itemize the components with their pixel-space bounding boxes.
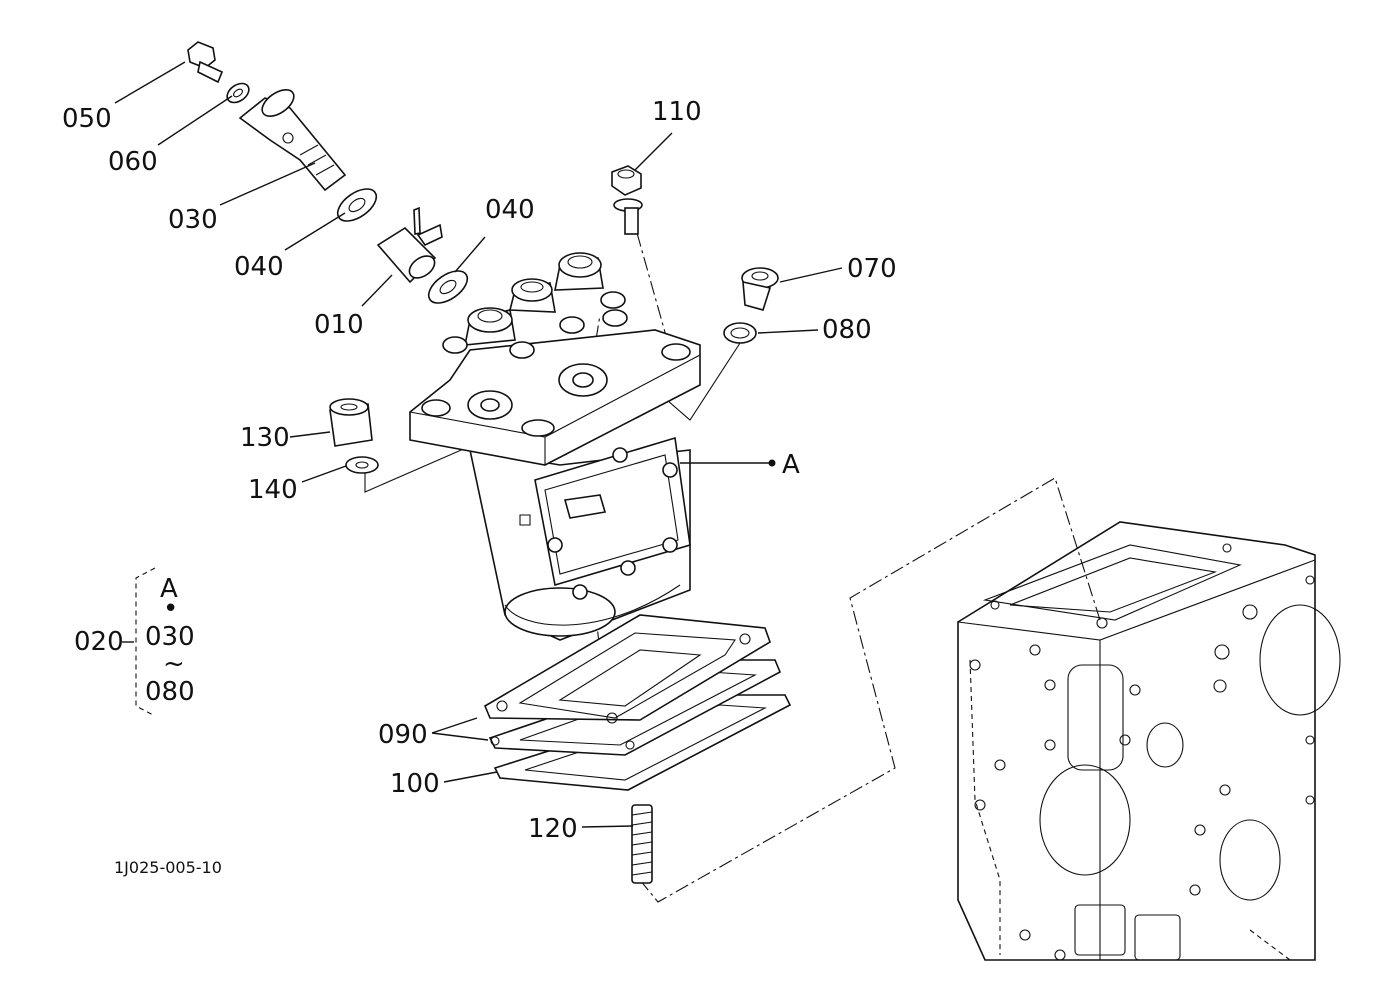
- callout-130[interactable]: 130: [240, 423, 290, 453]
- washer-040-lower: [427, 270, 469, 304]
- diagram-code: 1J025-005-10: [114, 858, 222, 877]
- assembly-note-020: 020 A • 030 ~ 080: [74, 567, 195, 717]
- callout-090[interactable]: 090: [378, 720, 428, 750]
- callout-040-lower[interactable]: 040: [485, 195, 535, 225]
- callout-ref-a[interactable]: A: [782, 450, 800, 480]
- plug-070: [741, 267, 779, 311]
- callout-050[interactable]: 050: [62, 104, 112, 134]
- callout-010[interactable]: 010: [314, 310, 364, 340]
- callout-040-upper[interactable]: 040: [234, 252, 284, 282]
- callout-100[interactable]: 100: [390, 769, 440, 799]
- hollow-bolt-050: [187, 41, 224, 84]
- injection-pump: [409, 252, 701, 641]
- callout-110[interactable]: 110: [652, 97, 702, 127]
- callout-070[interactable]: 070: [847, 254, 897, 284]
- union-bolt-030: [238, 89, 347, 192]
- assembly-line-2: 030: [145, 622, 195, 652]
- engine-block: [957, 521, 1341, 961]
- stud-120: [631, 804, 653, 884]
- callout-030[interactable]: 030: [168, 205, 218, 235]
- spacer-130: [329, 398, 373, 447]
- washer-040-upper: [336, 188, 378, 222]
- callout-labels: 050 060 030 040 010 040 110 070 080 130 …: [62, 97, 897, 844]
- gasket-090-upper: [483, 614, 771, 724]
- assembly-dot: •: [163, 594, 178, 624]
- callout-080[interactable]: 080: [822, 315, 872, 345]
- callout-120[interactable]: 120: [528, 814, 578, 844]
- assembly-range: ~: [163, 649, 185, 679]
- assembly-line-1: A: [160, 574, 178, 604]
- washer-080: [723, 322, 757, 344]
- assembly-part-number[interactable]: 020: [74, 627, 124, 657]
- leader-lines: [114, 61, 843, 828]
- washer-060: [226, 82, 250, 104]
- bolt-110: [611, 165, 643, 235]
- eye-joint-010: [376, 206, 443, 284]
- washer-140: [345, 456, 379, 474]
- callout-060[interactable]: 060: [108, 147, 158, 177]
- callout-140[interactable]: 140: [248, 475, 298, 505]
- assembly-line-3: 080: [145, 677, 195, 707]
